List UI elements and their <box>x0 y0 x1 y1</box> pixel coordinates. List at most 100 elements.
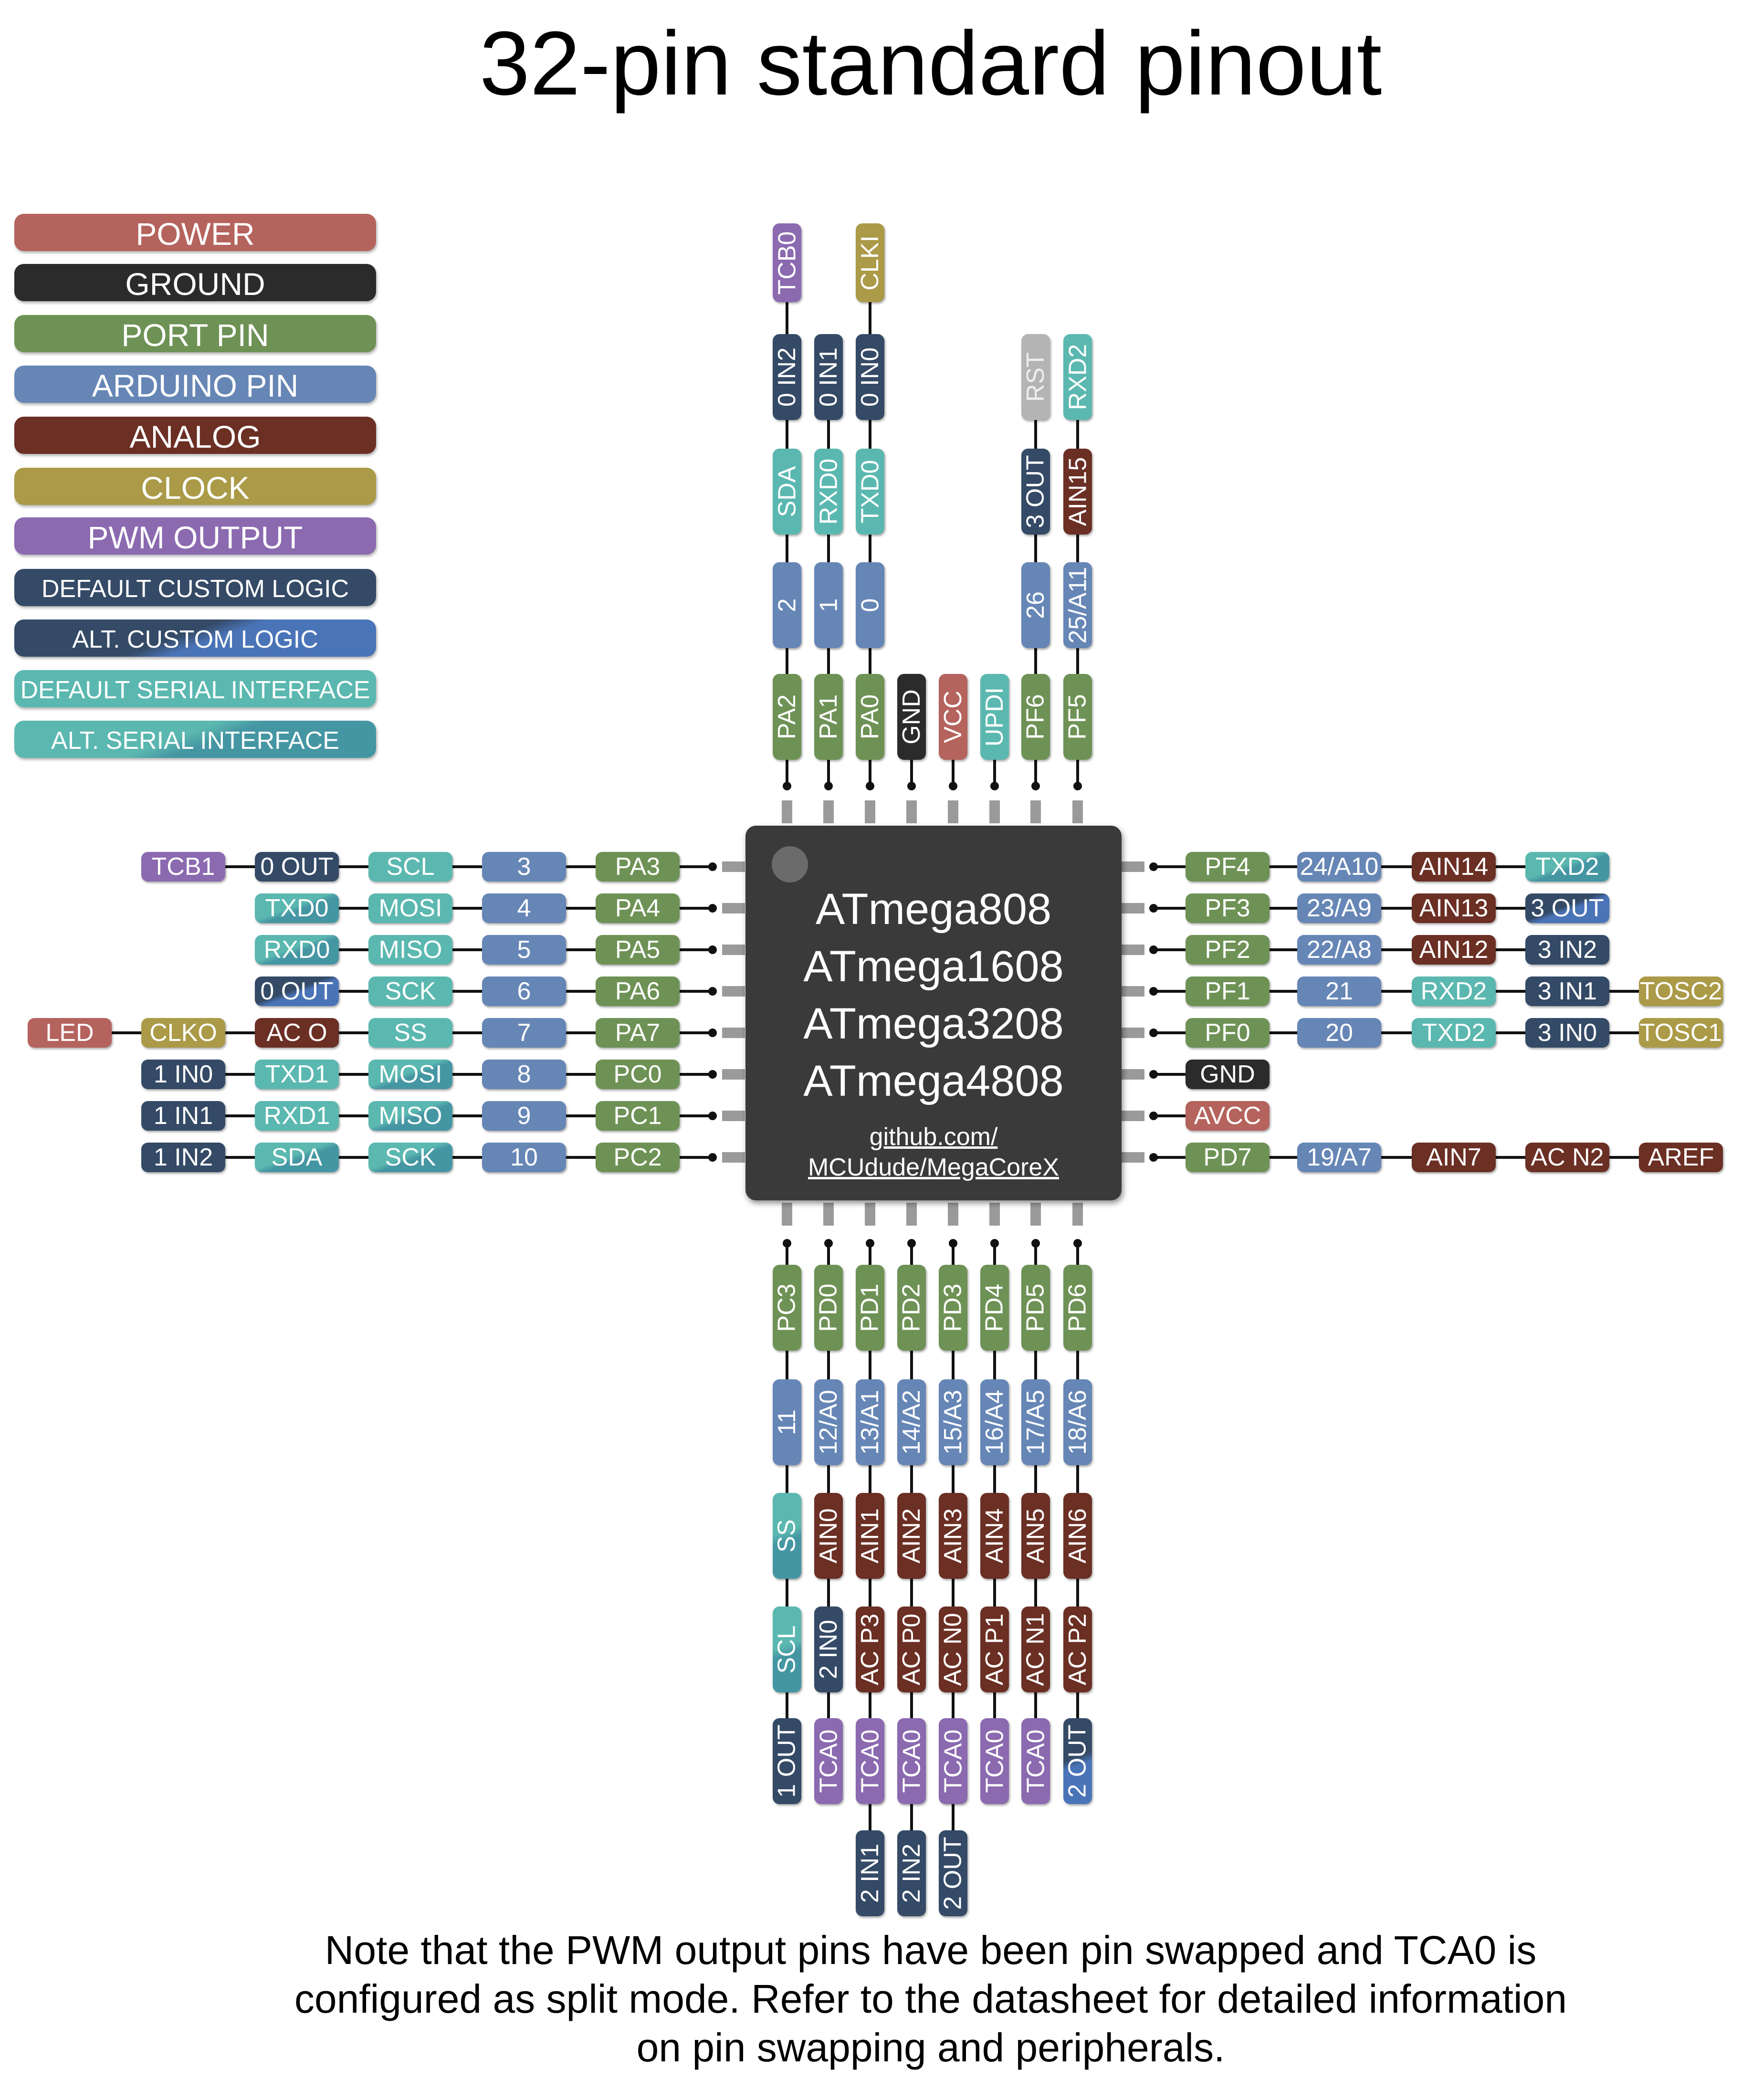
repo-link-line2[interactable]: MCUdude/MegaCoreX <box>808 1154 1060 1181</box>
pin-label-text: AIN2 <box>898 1508 926 1564</box>
pin-label-pc3: PC3 <box>773 1265 801 1351</box>
pin-label-scl: SCL <box>368 852 452 882</box>
pin-label-text: 18/A6 <box>1064 1390 1092 1455</box>
pin-label-rxd0: RXD0 <box>255 935 339 965</box>
pin-label-text: TCA0 <box>856 1729 884 1793</box>
pin-label-pa2: PA2 <box>773 674 801 760</box>
pin-label-2-in1: 2 IN1 <box>856 1830 884 1916</box>
pin-label-clko: CLKO <box>141 1018 225 1048</box>
lead <box>1122 1069 1144 1080</box>
pin-label-17-a5: 17/A5 <box>1021 1379 1050 1465</box>
pin-dot <box>824 782 833 790</box>
pin-label-text: AIN5 <box>1022 1508 1050 1564</box>
pin-dot <box>990 1239 999 1248</box>
pin-label-pd3: PD3 <box>939 1265 967 1351</box>
pin-label-22-a8: 22/A8 <box>1297 935 1381 965</box>
pin-label-text: TCA0 <box>898 1729 926 1793</box>
pin-label-text: PA2 <box>773 694 801 740</box>
pin-dot <box>1073 782 1082 790</box>
pin-label-gnd: GND <box>1186 1060 1270 1089</box>
pin-label-text: 3 OUT <box>1022 455 1050 528</box>
repo-link-line1[interactable]: github.com/ <box>869 1123 998 1151</box>
pin-label-tca0: TCA0 <box>897 1718 926 1804</box>
pin-label-text: AC P3 <box>856 1613 884 1686</box>
pin-label-text: 13/A1 <box>856 1390 884 1455</box>
chip-name: ATmega4808 <box>803 1057 1064 1105</box>
pin-label-1-out: 1 OUT <box>773 1718 801 1804</box>
pin-label-pa0: PA0 <box>856 674 884 760</box>
pin-label-text: PA0 <box>856 694 884 740</box>
pin-label-text: 0 IN0 <box>856 347 884 407</box>
pin-label-ain0: AIN0 <box>814 1493 843 1579</box>
legend-power: POWER <box>14 214 376 252</box>
chip-name: ATmega1608 <box>803 942 1064 991</box>
pin1-marker <box>772 846 808 882</box>
lead <box>906 800 917 823</box>
pin-label-text: VCC <box>939 691 967 743</box>
pin-label-text: RXD2 <box>1064 344 1091 410</box>
pin-label-10: 10 <box>482 1143 566 1172</box>
pin-label-pd1: PD1 <box>856 1265 884 1351</box>
pin-label-pd4: PD4 <box>980 1265 1009 1351</box>
pin-dot <box>866 1239 874 1248</box>
pin-label-tca0: TCA0 <box>1021 1718 1050 1804</box>
lead <box>989 1203 1000 1226</box>
pin-label-ain14: AIN14 <box>1412 852 1496 882</box>
pin-label-25-a11: 25/A11 <box>1063 562 1092 648</box>
pin-label-7: 7 <box>482 1018 566 1048</box>
pin-label-text: AIN4 <box>981 1508 1009 1564</box>
pin-label-2-out: 2 OUT <box>1063 1718 1092 1804</box>
lead <box>1030 800 1041 823</box>
pin-label-text: PF6 <box>1022 694 1049 740</box>
pin-label-pf6: PF6 <box>1021 674 1050 760</box>
pin-label-mosi: MOSI <box>368 893 452 923</box>
lead <box>948 1203 958 1226</box>
pin-label-sda: SDA <box>255 1143 339 1172</box>
lead <box>722 945 745 955</box>
pin-label-pf3: PF3 <box>1186 893 1270 923</box>
pin-label-4: 4 <box>482 893 566 923</box>
pin-label-txd0: TXD0 <box>856 449 884 535</box>
lead <box>989 800 1000 823</box>
pin-dot <box>1149 862 1158 871</box>
pin-label-tca0: TCA0 <box>980 1718 1009 1804</box>
pin-label-sck: SCK <box>368 1143 452 1172</box>
pin-label-scl: SCL <box>773 1606 801 1692</box>
pin-label-2-in0: 2 IN0 <box>814 1606 843 1692</box>
lead <box>1122 861 1144 872</box>
legend-pwm-output: PWM OUTPUT <box>14 517 376 555</box>
pin-dot <box>708 945 717 954</box>
pin-label-text: SS <box>773 1519 801 1553</box>
pin-label-3-in0: 3 IN0 <box>1525 1018 1609 1048</box>
pin-label-0-out: 0 OUT <box>255 976 339 1006</box>
pin-label-text: PD2 <box>898 1283 925 1332</box>
pin-label-text: UPDI <box>981 687 1008 747</box>
pin-dot <box>708 1112 717 1120</box>
pin-label-tca0: TCA0 <box>939 1718 967 1804</box>
pin-label-3-out: 3 OUT <box>1525 893 1609 923</box>
pin-dot <box>949 782 957 790</box>
pin-label-sck: SCK <box>368 976 452 1006</box>
pin-label-pf0: PF0 <box>1186 1018 1270 1048</box>
pin-label-ac-p2: AC P2 <box>1063 1606 1092 1692</box>
pin-label-rst: RST <box>1021 334 1050 420</box>
pin-label-23-a9: 23/A9 <box>1297 893 1381 923</box>
pin-label-gnd: GND <box>897 674 926 760</box>
pin-label-8: 8 <box>482 1060 566 1089</box>
pin-label-text: 26 <box>1022 591 1049 619</box>
lead <box>782 1203 792 1226</box>
pin-dot <box>1149 945 1158 954</box>
pin-dot <box>708 904 717 913</box>
pin-label-text: AC P0 <box>898 1613 926 1686</box>
pin-dot <box>708 1070 717 1079</box>
pin-dot <box>1149 1070 1158 1079</box>
pin-label-text: 16/A4 <box>981 1390 1009 1455</box>
pin-label-26: 26 <box>1021 562 1050 648</box>
pin-label-mosi: MOSI <box>368 1060 452 1089</box>
pin-label-3: 3 <box>482 852 566 882</box>
lead <box>1122 1028 1144 1038</box>
pin-label-text: AC P1 <box>981 1613 1009 1686</box>
pin-label-miso: MISO <box>368 935 452 965</box>
pin-label-text: AC N1 <box>1022 1613 1049 1686</box>
legend-ground: GROUND <box>14 264 376 302</box>
